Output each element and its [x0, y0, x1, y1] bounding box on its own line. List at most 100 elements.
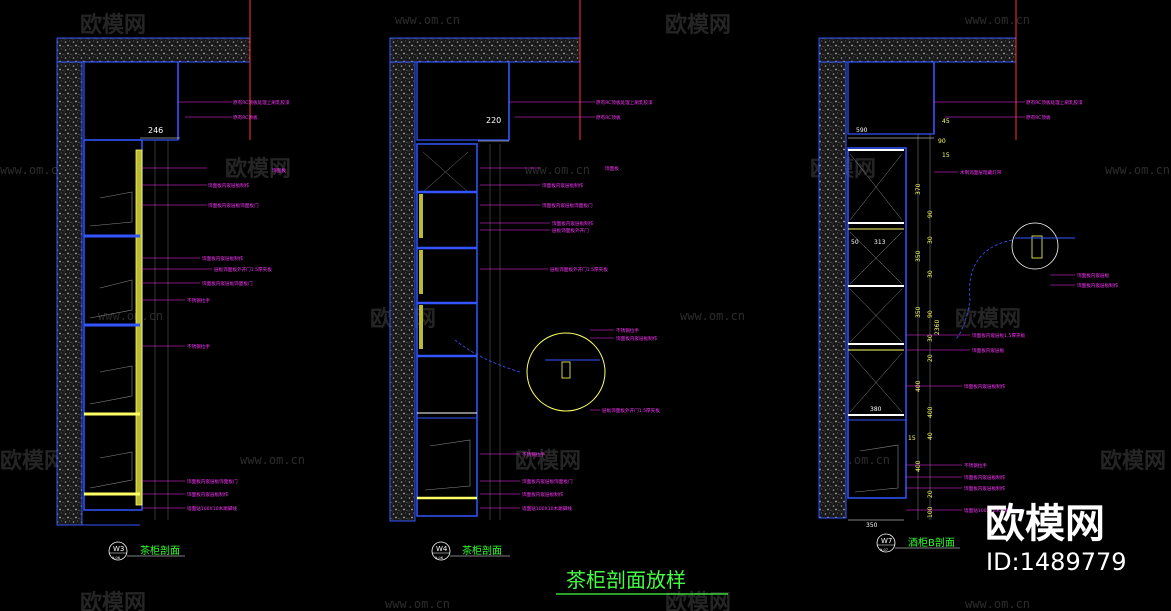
dimension-label: 50: [851, 239, 859, 246]
annotation: 饰面板内嵌层板: [1077, 272, 1110, 279]
callout-leader: [454, 339, 521, 373]
dimension-label: 15: [942, 152, 950, 159]
annotation: 墙面贴100X10木踢脚线: [187, 505, 237, 512]
annotation: 原有RC顶板: [596, 114, 621, 121]
brand-logo-text: 欧模网: [985, 501, 1105, 547]
annotation: 饰面板: [605, 165, 619, 172]
annotation: 饰面板: [272, 167, 286, 174]
dimension-label: 2360: [934, 320, 941, 335]
wall-hatch: [389, 37, 416, 522]
watermark-logo: 欧模网: [665, 12, 731, 38]
annotation: 饰面板内嵌层板饰面板门: [202, 280, 253, 287]
cabinet-body: [847, 147, 907, 499]
watermark-logo: 欧模网: [225, 156, 291, 182]
leader-lines: [142, 101, 232, 509]
dimension-label: 30: [927, 236, 934, 244]
detail-callout-circle: [1011, 222, 1059, 270]
watermark-url: www.om.cn: [965, 13, 1030, 27]
sheet-ref: X-06: [112, 556, 120, 560]
dimension-labels: 590 45 90 15 370 90 313 50 30 350 30 350…: [851, 118, 950, 529]
annotation: 不锈钢拉手: [187, 343, 210, 350]
door-panel: [135, 149, 143, 506]
lower-cabinet: [847, 419, 907, 499]
object-outline: [89, 365, 133, 405]
watermark-url: www.om.cn: [525, 163, 590, 177]
dimension-label: 400: [915, 460, 922, 472]
wall-hatch: [818, 37, 847, 519]
door-panel: [419, 305, 423, 349]
section-w3: 246 原有RC顶板处理上刷乳胶漆 原有RC顶板 饰面板 饰面板内嵌层板制作 饰…: [56, 0, 290, 561]
dimension-label: 350: [915, 250, 922, 262]
dimension-label: 313: [874, 239, 886, 246]
watermark-logo: 欧模网: [0, 448, 66, 474]
dimension-label: 380: [870, 406, 882, 413]
annotation: 饰面板内嵌层板制作: [552, 220, 594, 227]
annotation: 饰面板内嵌层板制作: [964, 474, 1006, 481]
annotation: 层板饰面板外开门1.5厚夹板: [550, 266, 608, 273]
annotation: 饰面板内嵌层板饰面板门: [542, 202, 593, 209]
dimension-label: 370: [915, 183, 922, 195]
annotation: 原有RC顶板处理上刷乳胶漆: [596, 99, 653, 106]
dimension-label: 20: [927, 490, 934, 498]
annotation: 不锈钢拉手: [616, 327, 639, 334]
annotation: 层板饰面板外开门1.5厚夹板: [214, 266, 272, 273]
watermark-logo: 欧模网: [955, 306, 1021, 332]
annotation: 饰面板内嵌层板制作: [616, 335, 658, 342]
watermark-logo: 欧模网: [665, 590, 731, 611]
brand-id: ID:1489779: [986, 548, 1127, 576]
annotation: 饰面板内嵌层板制作: [964, 485, 1006, 492]
dimension-label: 20: [927, 354, 934, 362]
leader-lines: [480, 101, 614, 509]
watermark-url: www.om.cn: [680, 309, 745, 323]
watermark-url: www.om.cn: [240, 453, 305, 467]
watermark-logo: 欧模网: [80, 12, 146, 38]
section-w4: 220 原有RC顶板处理上刷乳胶漆 原有RC顶板 饰面板 饰面板内嵌层板制作 饰…: [389, 0, 660, 561]
wine-rack-x: [849, 153, 903, 413]
section-tag: W7 X-07 酒柜B剖面: [876, 533, 960, 553]
dimension-label: 30: [927, 334, 934, 342]
section-tag: W3 X-06 茶柜剖面: [108, 541, 185, 561]
dimension-label: 246: [148, 126, 163, 135]
annotation: 层板饰面板外开门1.5厚夹板: [602, 407, 660, 414]
annotation: 饰面板内嵌层板: [972, 347, 1005, 354]
annotation: 饰面板内嵌层板制作: [522, 491, 564, 498]
watermark-url: www.om.cn: [1105, 163, 1170, 177]
annotation: 不锈钢拉手: [964, 462, 987, 469]
detail-callout-circle: [526, 332, 606, 412]
annotation: 饰面板内嵌层板制作: [202, 255, 244, 262]
dimension-label: 220: [486, 116, 501, 125]
dimension-label: 15: [908, 435, 916, 442]
dimension-label: 90: [938, 138, 946, 145]
cabinet-body: [416, 143, 478, 517]
section-title: 茶柜剖面: [140, 544, 180, 557]
annotation: 饰面板内嵌层板1.5厚夹板: [972, 332, 1026, 339]
x-mark: [422, 151, 469, 193]
dimension-label: 350: [866, 522, 878, 529]
annotation: 原有RC顶板处理上刷乳胶漆: [1026, 99, 1083, 106]
object-outline: [89, 191, 133, 227]
dimension-label: 400: [927, 406, 934, 418]
object-outline: [424, 439, 471, 491]
annotation: 饰面板内嵌层板制作: [208, 182, 250, 189]
detail-part: [561, 361, 571, 379]
section-tag: W4 X-06 茶柜剖面: [431, 541, 510, 561]
object-outline: [89, 451, 133, 489]
watermark-logo: 欧模网: [80, 590, 146, 611]
dimension-label: 100: [927, 506, 934, 518]
annotation: 木制饰面层暗藏灯带: [960, 169, 1002, 176]
section-code: W3: [113, 545, 124, 553]
watermark-url: www.om.cn: [965, 597, 1030, 611]
section-code: W4: [436, 545, 448, 553]
bulkhead: [416, 61, 510, 141]
annotation: 饰面板内嵌层板制作: [187, 491, 229, 498]
annotation: 原有RC顶板处理上刷乳胶漆: [233, 99, 290, 106]
section-w7: 590 45 90 15 370 90 313 50 30 350 30 350…: [818, 0, 1119, 553]
annotation: 原有RC顶板: [1026, 114, 1051, 121]
watermark-url: www.om.cn: [395, 13, 460, 27]
annotation: 墙面贴100X10木踢脚线: [964, 507, 1014, 514]
annotation: 不锈钢拉手: [187, 297, 210, 304]
watermark-url: www.om.cn: [98, 309, 163, 323]
annotation: 不锈钢拉手: [522, 451, 545, 458]
drawing-main-title: 茶柜剖面放样: [566, 568, 686, 592]
